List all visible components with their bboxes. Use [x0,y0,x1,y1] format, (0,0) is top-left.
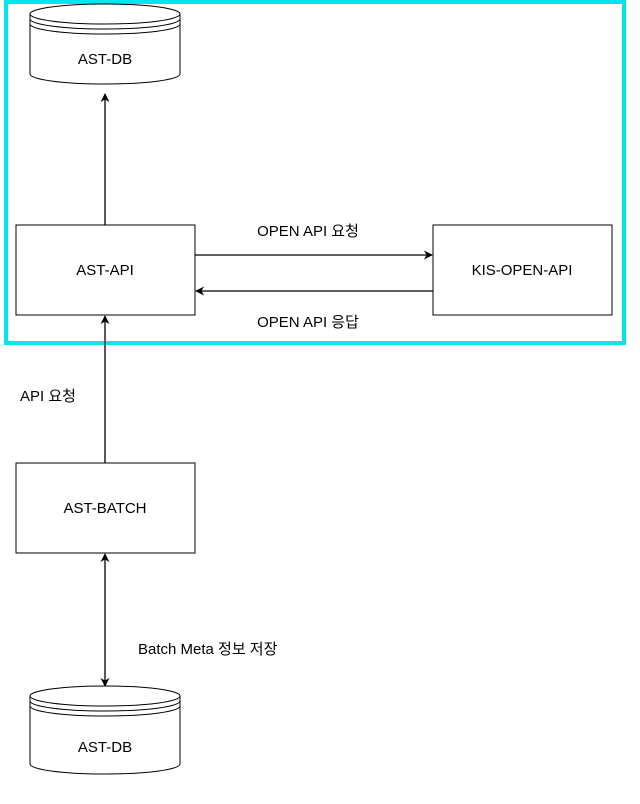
ast-api-label: AST-API [76,262,134,279]
ast-db-top-label: AST-DB [78,51,132,68]
api-request-label: API 요청 [20,388,76,405]
kis-open-api-label: KIS-OPEN-API [472,262,573,279]
ast-db-bottom-label: AST-DB [78,739,132,756]
open-api-response-label: OPEN API 응답 [257,314,359,331]
ast-db-bottom-cylinder[interactable]: AST-DB [29,685,181,775]
batch-meta-label: Batch Meta 정보 저장 [138,641,278,658]
highlight-frame [4,0,626,345]
kis-open-api-box[interactable]: KIS-OPEN-API [432,224,613,316]
ast-batch-label: AST-BATCH [63,500,146,517]
ast-db-top-cylinder[interactable]: AST-DB [29,3,181,85]
ast-batch-box[interactable]: AST-BATCH [15,462,196,554]
ast-api-box[interactable]: AST-API [15,224,196,316]
open-api-request-label: OPEN API 요청 [257,223,359,240]
